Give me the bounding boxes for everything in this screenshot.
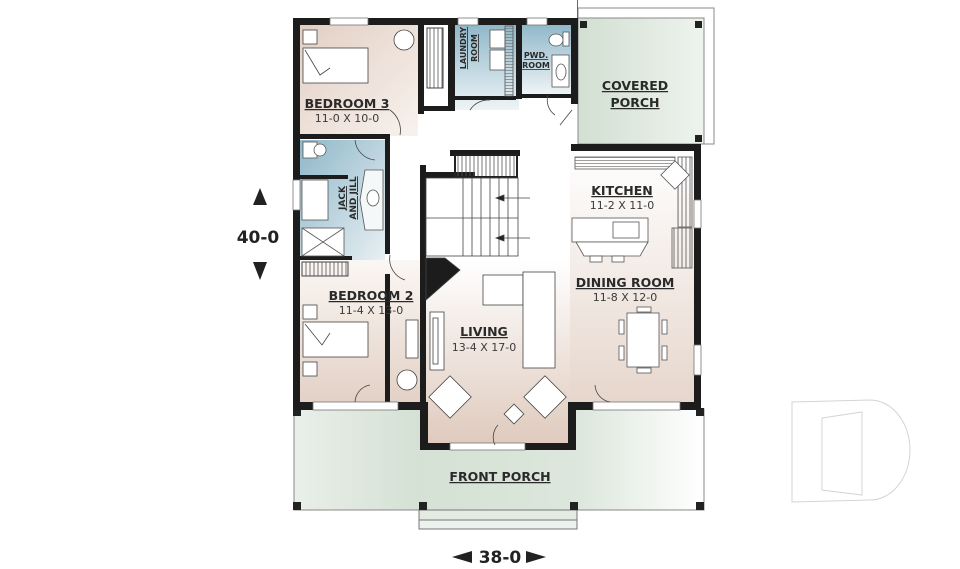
brand-watermark-logo	[791, 399, 911, 503]
width-value: 38-0	[479, 548, 522, 568]
front-porch-label: FRONT PORCH	[449, 469, 550, 484]
walls	[293, 18, 701, 450]
covered-porch-label: COVERED	[602, 78, 668, 93]
laundry-label-2: ROOM	[470, 34, 479, 62]
arrow-left-icon	[452, 551, 472, 563]
arrow-right-icon	[526, 551, 546, 563]
dining-label: DINING ROOM	[576, 275, 675, 290]
jack-jill-label-2: AND JILL	[349, 176, 359, 220]
bedroom2-size: 11-4 X 13-0	[339, 304, 403, 317]
bedroom3-label: BEDROOM 3	[305, 96, 390, 111]
depth-value: 40-0	[237, 228, 280, 248]
covered-porch-label-2: PORCH	[610, 95, 659, 110]
jack-jill-label: JACK	[338, 185, 348, 211]
powder-label-2: ROOM	[522, 61, 550, 70]
room-labels: BEDROOM 3 11-0 X 10-0 LAUNDRY ROOM PWD. …	[305, 27, 675, 484]
arrow-down-icon	[253, 262, 267, 280]
living-label: LIVING	[460, 324, 508, 339]
laundry-label: LAUNDRY	[459, 27, 468, 70]
powder-label: PWD.	[524, 51, 548, 60]
depth-dimension: 40-0	[237, 188, 280, 280]
width-dimension: 38-0	[452, 548, 546, 568]
living-size: 13-4 X 17-0	[452, 341, 516, 354]
arrow-up-icon	[253, 188, 267, 205]
dining-size: 11-8 X 12-0	[593, 291, 657, 304]
covered-porch-area	[577, 0, 715, 145]
staircase	[425, 177, 530, 301]
kitchen-label: KITCHEN	[591, 183, 653, 198]
bedroom3-size: 11-0 X 10-0	[315, 112, 379, 125]
bedroom2-label: BEDROOM 2	[329, 288, 414, 303]
kitchen-size: 11-2 X 11-0	[590, 199, 654, 212]
